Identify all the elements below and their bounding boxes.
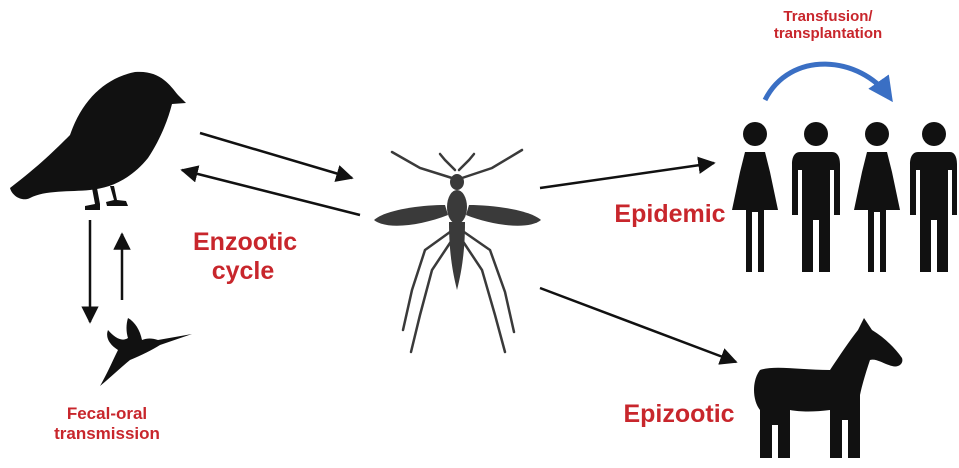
transfusion-line1: Transfusion/ xyxy=(740,8,916,25)
arrow-mosquito-to-people xyxy=(540,163,714,188)
mosquito-icon xyxy=(374,150,541,352)
fecal-line2: transmission xyxy=(22,424,192,444)
enzootic-line1: Enzootic xyxy=(193,228,293,257)
people-group-icon xyxy=(732,122,957,272)
transfusion-line2: transplantation xyxy=(740,25,916,42)
fecal-oral-label: Fecal-oral transmission xyxy=(22,404,192,443)
arrow-bird-to-mosquito xyxy=(200,133,352,178)
enzootic-cycle-label: Enzootic cycle xyxy=(193,228,293,286)
arrows xyxy=(90,133,736,362)
horse-icon xyxy=(754,318,902,458)
transfusion-label: Transfusion/ transplantation xyxy=(740,8,916,43)
arrow-transfusion xyxy=(765,64,890,100)
epizootic-label: Epizootic xyxy=(618,400,740,429)
bird-icon xyxy=(10,72,186,210)
enzootic-line2: cycle xyxy=(193,257,293,286)
arrow-mosquito-to-horse xyxy=(540,288,736,362)
fecal-line1: Fecal-oral xyxy=(22,404,192,424)
arrow-mosquito-to-bird xyxy=(182,170,360,215)
epidemic-label: Epidemic xyxy=(608,200,732,229)
hummingbird-icon xyxy=(100,318,192,386)
